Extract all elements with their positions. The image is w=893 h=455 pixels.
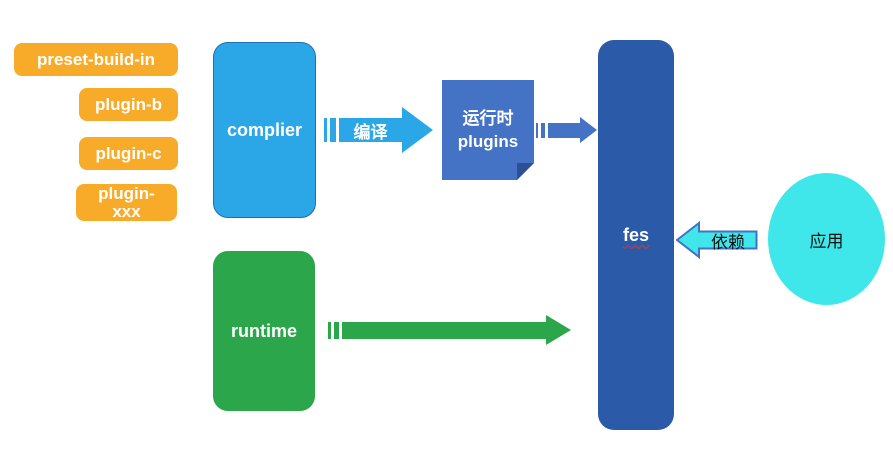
runtime-to-fes-arrow — [328, 315, 571, 346]
plugins-to-fes-arrow-tail-stripe — [541, 123, 545, 138]
compile-arrow-label: 编译 — [353, 122, 388, 142]
runtime-plugins-note-line2: plugins — [457, 132, 519, 151]
chip-preset-build-in-label: preset-build-in — [36, 49, 156, 69]
chip-preset-build-in: preset-build-in — [14, 43, 178, 76]
fes-box: fes — [598, 40, 674, 430]
depend-arrow-label: 依赖 — [711, 232, 745, 252]
compiler-box: complier — [213, 42, 316, 218]
chip-plugin-xxx: plugin- xxx — [76, 184, 177, 221]
runtime-plugins-note-line1: 运行时 — [462, 109, 514, 128]
runtime-to-fes-arrow-tail-stripe — [334, 322, 339, 339]
runtime-to-fes-arrow-head — [546, 315, 571, 345]
plugins-to-fes-arrow-body — [548, 123, 580, 138]
chip-plugin-b-label: plugin-b — [94, 94, 163, 114]
compile-arrow-body: 编译 — [339, 118, 402, 142]
depend-arrow: 依赖 — [676, 221, 758, 259]
app-ellipse-label: 应用 — [809, 231, 844, 251]
app-ellipse: 应用 — [768, 173, 885, 305]
runtime-plugins-note: 运行时 plugins — [442, 80, 534, 180]
plugins-to-fes-arrow-head — [580, 117, 597, 143]
plugins-to-fes-arrow — [536, 117, 597, 144]
chip-plugin-b: plugin-b — [79, 88, 178, 121]
folded-corner — [517, 163, 534, 180]
runtime-box: runtime — [213, 251, 315, 411]
compile-arrow-tail-stripe — [324, 118, 327, 142]
runtime-to-fes-arrow-tail-stripe — [328, 322, 331, 339]
compile-arrow-head — [402, 107, 433, 153]
runtime-box-label: runtime — [230, 320, 297, 341]
chip-plugin-xxx-label: plugin- xxx — [98, 183, 155, 221]
fes-box-label: fes — [622, 224, 649, 245]
chip-plugin-c: plugin-c — [79, 137, 178, 170]
plugins-to-fes-arrow-tail-stripe — [536, 123, 538, 138]
compiler-box-label: complier — [226, 119, 303, 140]
depend-arrow-polygon — [676, 221, 758, 259]
chip-plugin-c-label: plugin-c — [95, 143, 162, 163]
compile-arrow: 编译 — [324, 107, 433, 153]
runtime-to-fes-arrow-body — [342, 322, 546, 339]
depend-arrow-shape — [676, 221, 758, 259]
compile-arrow-tail-stripe — [330, 118, 336, 142]
